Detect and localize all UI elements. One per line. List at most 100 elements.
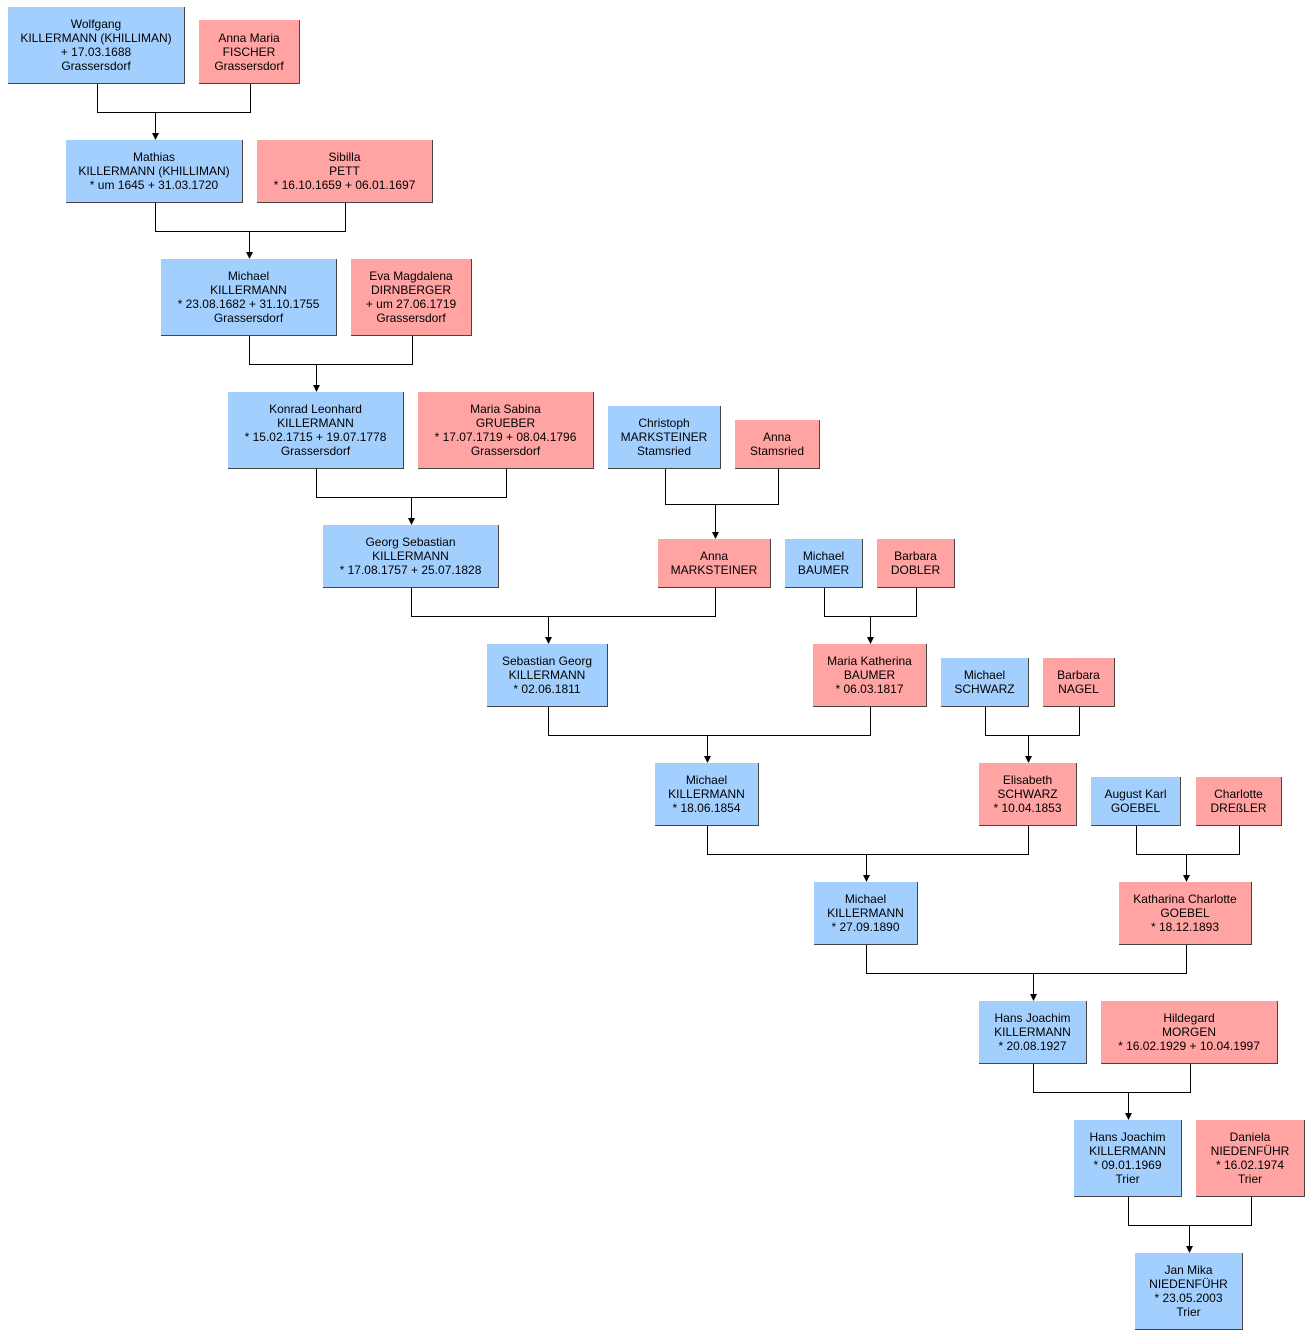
arrowhead-9 [863,875,870,882]
person-line: * 20.08.1927 [998,1039,1067,1053]
person-line: * 23.08.1682 + 31.10.1755 [177,297,320,311]
arrowhead-0 [152,133,159,140]
family-connector-7 [548,707,871,736]
person-line: * 15.02.1715 + 19.07.1778 [244,430,387,444]
family-connector-2 [249,336,413,365]
person-line: DOBLER [890,563,941,577]
arrowhead-13 [1186,1246,1193,1253]
arrowhead-5 [545,637,552,644]
family-connector-11 [866,945,1187,974]
person-line: Maria Katherina [827,654,912,668]
person-line: Maria Sabina [470,402,541,416]
person-line: Stamsried [749,444,805,458]
arrowhead-7 [704,756,711,763]
person-line: Georg Sebastian [365,535,456,549]
person-line: * 16.10.1659 + 06.01.1697 [273,178,416,192]
person-line: MARKSTEINER [670,563,758,577]
person-line: * 09.01.1969 [1093,1158,1162,1172]
person-line: KILLERMANN [994,1025,1071,1039]
person-line: * um 1645 + 31.03.1720 [89,178,219,192]
person-line: Anna [762,430,792,444]
family-connector-0 [97,84,251,113]
person-line: Anna Maria [218,30,280,45]
arrowhead-3 [408,518,415,525]
person-line: Anna [699,549,729,563]
person-line: Michael [802,549,845,563]
person-line: * 02.06.1811 [513,682,581,696]
person-line: Katharina Charlotte [1133,892,1237,906]
arrowhead-10 [1183,875,1190,882]
person-line: FISCHER [222,44,276,59]
person-line: BAUMER [843,668,896,682]
person-line: + 17.03.1688 [60,45,132,59]
person-line: Trier [1176,1305,1201,1319]
person-line: GOEBEL [1110,801,1161,815]
arrowhead-11 [1030,994,1037,1001]
person-line: Daniela [1229,1130,1271,1144]
person-line: MORGEN [1162,1025,1216,1039]
person-line: Christoph [638,416,690,430]
arrowhead-8 [1025,756,1032,763]
person-line: Barbara [894,549,937,563]
person-line: Grassersdorf [376,311,446,325]
person-line: Grassersdorf [280,444,351,458]
person-line: + um 27.06.1719 [365,297,457,311]
person-line: * 17.07.1719 + 08.04.1796 [434,430,577,444]
person-line: Barbara [1057,668,1100,682]
person-line: NAGEL [1058,682,1099,696]
family-connector-12 [1033,1064,1191,1093]
person-line: * 18.12.1893 [1150,920,1220,934]
person-line: KILLERMANN [372,549,449,563]
person-line: * 27.09.1890 [831,920,900,934]
person-line: SCHWARZ [997,787,1058,801]
arrowhead-1 [246,252,253,259]
person-line: Grassersdorf [213,311,284,325]
person-line: SCHWARZ [954,682,1015,696]
person-line: Michael [844,892,887,906]
person-line: Grassersdorf [61,59,131,73]
person-line: Jan Mika [1164,1263,1213,1277]
family-connector-3 [316,469,507,498]
person-line: DREßLER [1210,801,1267,815]
person-line: August Karl [1104,787,1167,801]
person-line: * 17.08.1757 + 25.07.1828 [339,563,482,577]
arrowhead-6 [867,637,874,644]
person-line: Michael [963,668,1006,682]
person-line: * 23.05.2003 [1154,1291,1223,1305]
person-line: Trier [1237,1172,1263,1186]
family-connector-13 [1128,1197,1252,1226]
person-line: Hans Joachim [994,1011,1071,1025]
arrowhead-12 [1125,1113,1132,1120]
person-line: Grassersdorf [214,58,284,73]
person-line: * 06.03.1817 [835,682,904,696]
